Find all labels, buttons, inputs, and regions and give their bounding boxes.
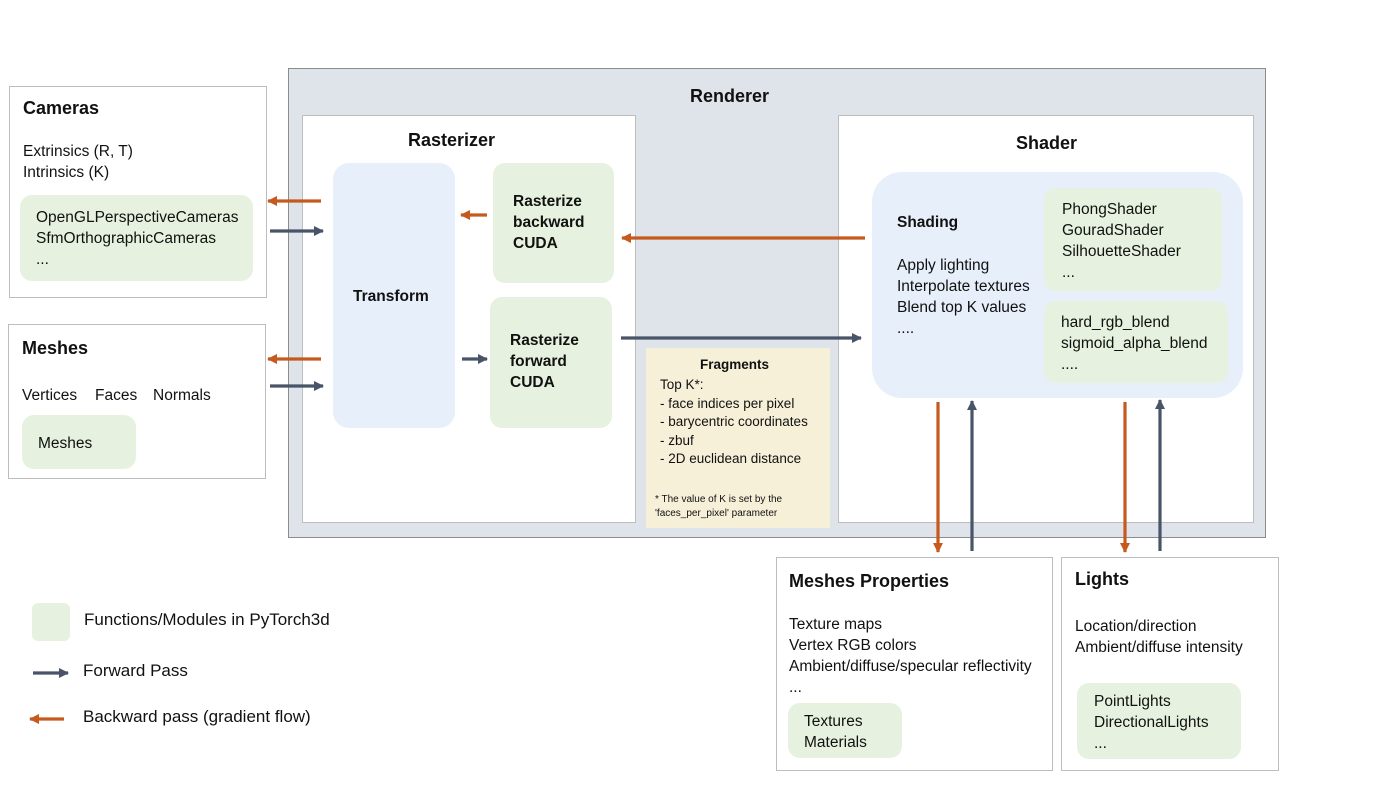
rasterize-forward-line: Rasterize bbox=[510, 332, 579, 349]
mesh-property-module: Materials bbox=[804, 734, 867, 751]
mesh-property-line: Ambient/diffuse/specular reflectivity bbox=[789, 658, 1032, 675]
cameras-line: Intrinsics (K) bbox=[23, 164, 110, 181]
transform-label: Transform bbox=[353, 288, 429, 305]
rasterize-forward-line: forward bbox=[510, 353, 567, 370]
fragments-line: Top K*: bbox=[660, 377, 704, 392]
rasterize-backward-line: backward bbox=[513, 214, 585, 231]
shader-item: PhongShader bbox=[1062, 201, 1157, 218]
shading-line: Blend top K values bbox=[897, 299, 1027, 316]
mesh-property-line: Vertex RGB colors bbox=[789, 637, 917, 654]
fragments-note: 'faces_per_pixel' parameter bbox=[655, 508, 778, 519]
meshes-attr-faces: Faces bbox=[95, 387, 138, 404]
rasterize-forward-line: CUDA bbox=[510, 374, 555, 391]
rasterize-backward-block: Rasterize backward CUDA bbox=[493, 163, 614, 283]
shader-item: ... bbox=[1062, 264, 1075, 281]
fragments-line: - barycentric coordinates bbox=[660, 414, 808, 429]
fragments-title: Fragments bbox=[700, 357, 770, 372]
mesh-property-module: Textures bbox=[804, 713, 863, 730]
camera-module: SfmOrthographicCameras bbox=[36, 230, 217, 247]
light-module: PointLights bbox=[1094, 693, 1171, 710]
cameras-title: Cameras bbox=[23, 98, 100, 118]
shader-item: SilhouetteShader bbox=[1062, 243, 1181, 260]
blend-item: hard_rgb_blend bbox=[1061, 314, 1170, 331]
camera-module: OpenGLPerspectiveCameras bbox=[36, 209, 239, 226]
rasterizer-title: Rasterizer bbox=[408, 130, 496, 150]
legend-module-swatch bbox=[32, 603, 70, 641]
fragments-line: - 2D euclidean distance bbox=[660, 451, 802, 466]
fragments-note: * The value of K is set by the bbox=[655, 494, 783, 505]
meshes-attr-normals: Normals bbox=[153, 387, 211, 404]
fragments-box: Fragments Top K*: - face indices per pix… bbox=[646, 348, 830, 528]
cameras-modules: OpenGLPerspectiveCameras SfmOrthographic… bbox=[20, 195, 253, 281]
meshes-module: Meshes bbox=[22, 415, 136, 469]
light-module: ... bbox=[1094, 735, 1107, 752]
blend-item: sigmoid_alpha_blend bbox=[1061, 335, 1208, 352]
legend-forward-label: Forward Pass bbox=[83, 661, 188, 680]
meshes-module-label: Meshes bbox=[38, 435, 93, 452]
blends-list: hard_rgb_blend sigmoid_alpha_blend .... bbox=[1044, 301, 1228, 383]
light-module: DirectionalLights bbox=[1094, 714, 1209, 731]
shader-title: Shader bbox=[1016, 133, 1078, 153]
shading-title: Shading bbox=[897, 214, 959, 231]
fragments-line: - zbuf bbox=[660, 432, 694, 448]
mesh-property-line: Texture maps bbox=[789, 616, 883, 633]
mesh-property-modules: Textures Materials bbox=[788, 703, 902, 758]
shader-item: GouradShader bbox=[1062, 222, 1164, 239]
transform-block bbox=[333, 163, 455, 428]
rasterize-backward-line: Rasterize bbox=[513, 193, 582, 210]
renderer-title: Renderer bbox=[690, 86, 770, 106]
blend-item: .... bbox=[1061, 356, 1079, 373]
rasterize-forward-block: Rasterize forward CUDA bbox=[490, 297, 612, 428]
rasterize-backward-line: CUDA bbox=[513, 235, 558, 252]
shading-line: Interpolate textures bbox=[897, 278, 1030, 295]
mesh-property-line: ... bbox=[789, 679, 802, 696]
legend-module-label: Functions/Modules in PyTorch3d bbox=[84, 610, 330, 629]
meshes-attr-vertices: Vertices bbox=[22, 387, 78, 404]
lights-title: Lights bbox=[1075, 569, 1129, 589]
meshes-title: Meshes bbox=[22, 338, 89, 358]
lights-line: Ambient/diffuse intensity bbox=[1075, 639, 1243, 656]
shaders-list: PhongShader GouradShader SilhouetteShade… bbox=[1044, 188, 1222, 291]
lights-modules: PointLights DirectionalLights ... bbox=[1077, 683, 1241, 759]
shading-line: Apply lighting bbox=[897, 257, 990, 274]
cameras-line: Extrinsics (R, T) bbox=[23, 143, 133, 160]
mesh-properties-title: Meshes Properties bbox=[789, 571, 950, 591]
legend-backward-label: Backward pass (gradient flow) bbox=[83, 707, 311, 726]
camera-module: ... bbox=[36, 251, 49, 268]
shading-line: .... bbox=[897, 320, 915, 337]
lights-line: Location/direction bbox=[1075, 618, 1197, 635]
fragments-line: - face indices per pixel bbox=[660, 395, 795, 411]
